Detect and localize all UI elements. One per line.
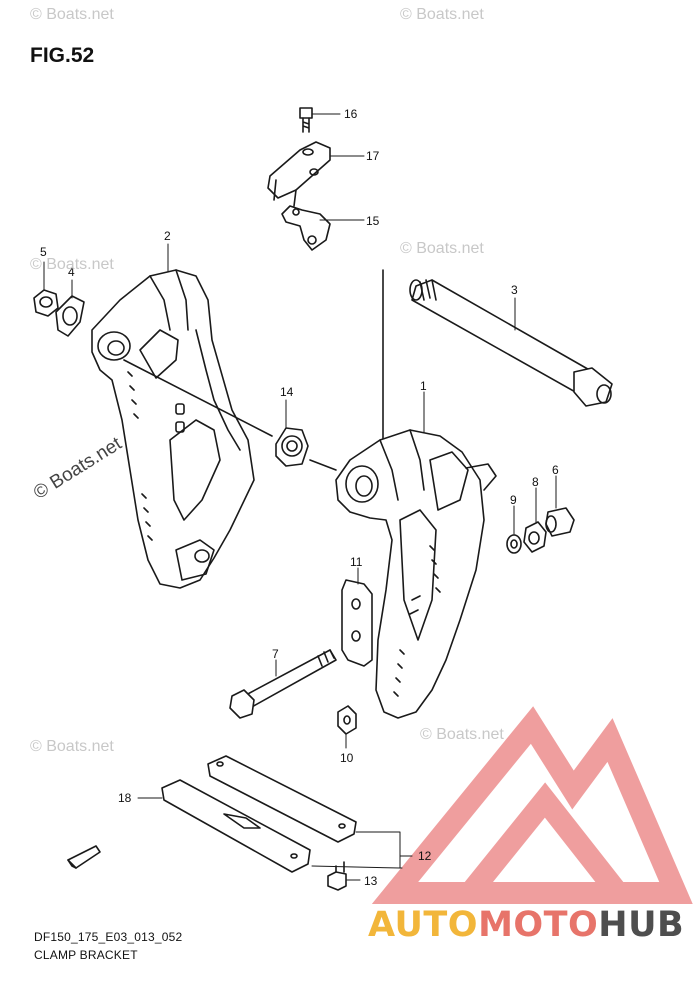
callout-14: 14 <box>280 385 294 399</box>
callout-11: 11 <box>350 555 363 569</box>
automotohub-logo-mark <box>371 706 693 904</box>
callout-leaders <box>43 113 557 881</box>
washer-4 <box>55 295 85 337</box>
nut-5 <box>33 289 59 317</box>
callout-15: 15 <box>366 214 380 228</box>
washer-9 <box>506 534 522 554</box>
watermark: © Boats.net <box>400 6 484 23</box>
clamp-bracket-2 <box>91 269 255 589</box>
washer-10 <box>337 705 357 735</box>
callout-5: 5 <box>40 245 47 259</box>
diagram-name: CLAMP BRACKET <box>34 948 138 962</box>
callout-16: 16 <box>344 107 358 121</box>
callout-9: 9 <box>510 493 517 507</box>
brand-part-auto: AUTO <box>368 905 479 945</box>
callout-4: 4 <box>68 265 75 279</box>
callout-12: 12 <box>418 849 432 863</box>
watermark: © Boats.net <box>30 6 114 23</box>
brand-part-hub: HUB <box>598 905 685 945</box>
plate-11 <box>341 579 373 667</box>
watermark: © Boats.net <box>30 256 114 273</box>
figure-title: FIG.52 <box>30 44 95 67</box>
bushing-14 <box>275 427 309 467</box>
callout-17: 17 <box>366 149 380 163</box>
callout-1: 1 <box>420 379 427 393</box>
watermark: © Boats.net <box>400 240 484 257</box>
brand-part-moto: MOTO <box>478 905 599 945</box>
watermark: © Boats.net <box>420 726 504 743</box>
automotohub-logo: AUTOMOTOHUB <box>368 905 684 945</box>
callout-13: 13 <box>364 874 378 888</box>
pad-upper-12 <box>207 755 357 843</box>
pad-lower-18 <box>161 779 311 873</box>
diagram-code: DF150_175_E03_013_052 <box>34 930 183 944</box>
callout-3: 3 <box>511 283 518 297</box>
plate-15 <box>281 205 331 251</box>
nut-8 <box>523 521 547 553</box>
bolt-16 <box>299 107 313 133</box>
callout-10: 10 <box>340 751 354 765</box>
callout-18: 18 <box>118 791 132 805</box>
collar-6 <box>545 507 575 537</box>
callout-6: 6 <box>552 463 559 477</box>
callout-7: 7 <box>272 647 279 661</box>
clamp-bracket-1 <box>335 429 497 719</box>
shaft-3 <box>409 279 613 407</box>
callout-2: 2 <box>164 229 171 243</box>
bolt-7 <box>229 649 337 719</box>
watermark: © Boats.net <box>30 738 114 755</box>
fwd-arrow-icon <box>67 845 101 869</box>
callout-8: 8 <box>532 475 539 489</box>
cover-17 <box>267 141 331 207</box>
